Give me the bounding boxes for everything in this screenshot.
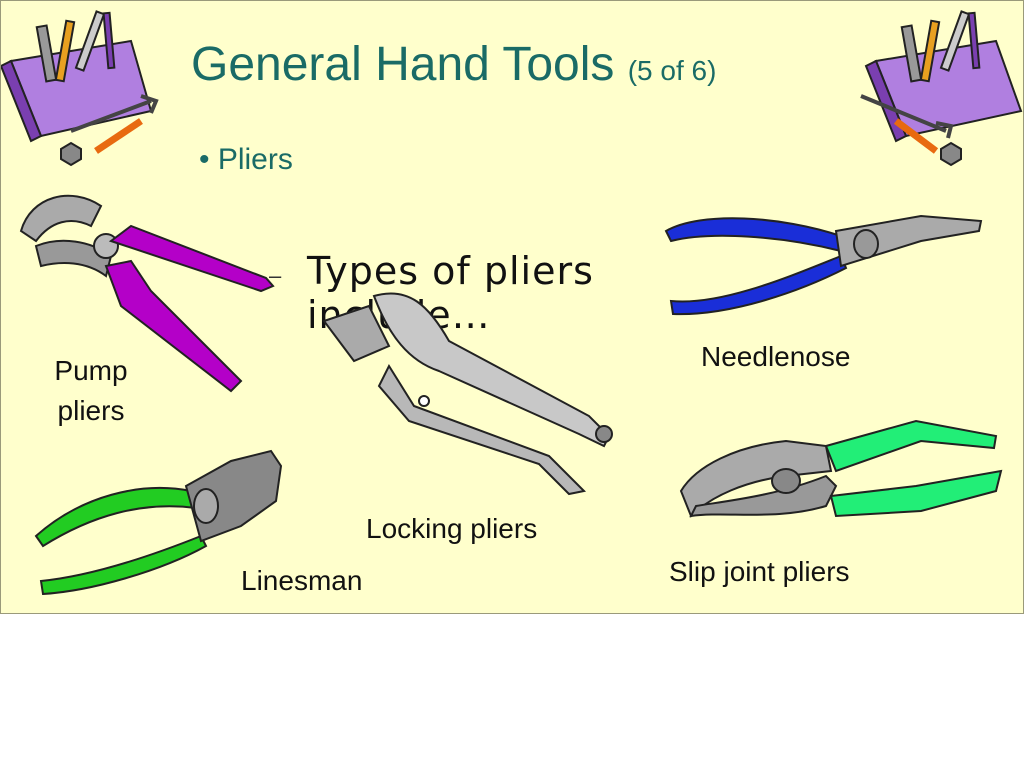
title-suffix: (5 of 6): [627, 55, 717, 86]
toolbox-icon: [1, 10, 159, 167]
pump-pliers-image: [19, 194, 275, 393]
title-text: General Hand Tools: [191, 38, 615, 91]
toolbox-icon: [860, 10, 1023, 167]
needlenose-pliers-image: [664, 214, 983, 316]
label-linesman: Linesman: [241, 565, 363, 596]
label-pump-pliers: Pump pliers: [54, 355, 128, 426]
label-needlenose: Needlenose: [701, 341, 851, 372]
locking-pliers-image: [322, 292, 613, 496]
slide-title: General Hand Tools (5 of 6): [191, 37, 716, 92]
linesman-pliers-image: [34, 449, 283, 596]
slip-joint-pliers-image: [679, 419, 1003, 518]
label-slip-joint-pliers: Slip joint pliers: [669, 556, 850, 587]
sub-bullet-dash: –: [269, 263, 282, 288]
bullet-pliers: • Pliers: [199, 143, 293, 176]
slide: General Hand Tools (5 of 6) • Pliers – T…: [0, 0, 1024, 614]
label-locking-pliers: Locking pliers: [366, 513, 538, 544]
